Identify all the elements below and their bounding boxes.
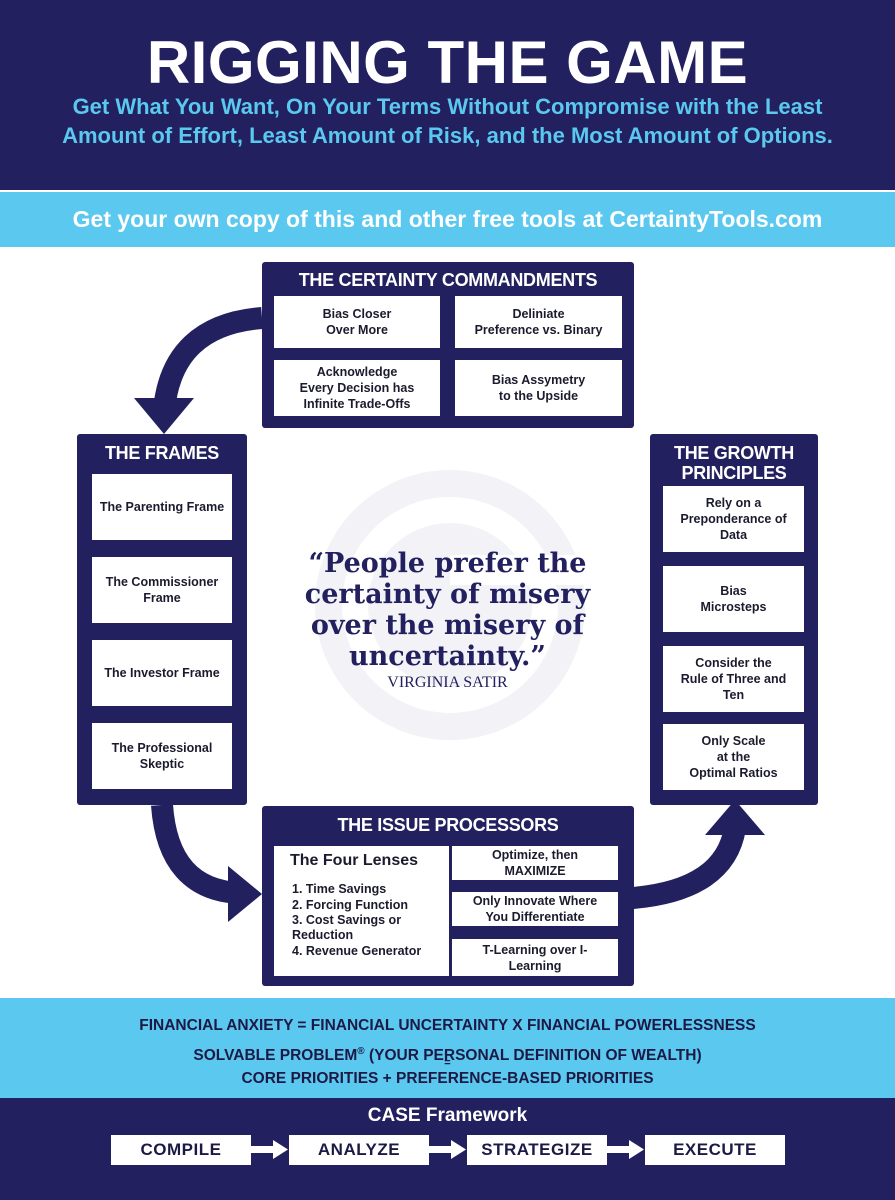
commandments-title: THE CERTAINTY COMMANDMENTS [298,270,598,290]
formula-solvable: SOLVABLE PROBLEM® (YOUR PERSONAL DEFINIT… [0,1043,895,1065]
growth-three-and-ten: Consider the Rule of Three and Ten [663,646,804,712]
formula-priorities: CORE PRIORITIES + PREFERENCE-BASED PRIOR… [241,1070,654,1087]
frames-title: THE FRAMES [104,443,219,463]
case-step-strategize: STRATEGIZE [467,1135,607,1165]
commandment-deliniate: Deliniate Preference vs. Binary [455,296,622,348]
lenses-box [274,846,449,976]
arrow-to-issue [151,804,241,904]
case-step-analyze: ANALYZE [289,1135,429,1165]
frame-professional-skeptic: The Professional Skeptic [92,723,232,789]
arrow-to-frames [153,307,264,412]
formula-equals: = [444,1057,451,1069]
growth-title: THE GROWTH PRINCIPLES [674,443,794,483]
growth-panel: THE GROWTH PRINCIPLES Rely on a Preponde… [650,434,818,805]
certainty-logo-watermark [315,470,590,740]
commandments-panel: THE CERTAINTY COMMANDMENTS Bias Closer O… [262,262,634,428]
arrow-head-issue [228,866,262,922]
arrow-head-frames [134,398,194,434]
arrow-head-growth [705,800,765,835]
lens-item: Reduction [292,928,354,942]
growth-optimal-ratios: Only Scale at the Optimal Ratios [663,724,804,790]
lens-item: 3. Cost Savings or [292,913,402,927]
quote-text: “People prefer the certainty of misery o… [304,548,591,672]
growth-preponderance: Rely on a Preponderance of Data [663,486,804,552]
commandment-assymetry: Bias Assymetry to the Upside [455,360,622,416]
issue-title: THE ISSUE PROCESSORS [337,815,559,835]
issue-panel: THE ISSUE PROCESSORS Optimize, then MAXI… [262,806,634,986]
formula-band [0,998,895,1098]
growth-microsteps: Bias Microsteps [663,566,804,632]
quote-block: “People prefer the certainty of misery o… [300,548,595,692]
page-subtitle: Get What You Want, On Your Terms Without… [62,94,833,148]
formula-solvable-detail: (YOUR PERSONAL DEFINITION OF WEALTH) [364,1047,702,1065]
issue-optimize: Optimize, then MAXIMIZE [452,846,618,880]
header-banner: RIGGING THE GAME Get What You Want, On Y… [0,0,895,190]
issue-t-learning: T-Learning over I-Learning [452,939,618,976]
case-step-execute: EXECUTE [645,1135,785,1165]
frame-parenting: The Parenting Frame [92,474,232,540]
lens-item: 2. Forcing Function [292,898,408,912]
lenses-title: The Four Lenses [290,852,419,869]
frame-commissioner: The Commissioner Frame [92,557,232,623]
registered-mark: ® [357,1046,365,1057]
cycle-arrows [134,307,765,922]
cta-bar [0,192,895,247]
case-step-compile: COMPILE [111,1135,251,1165]
commandment-trade-offs: Acknowledge Every Decision has Infinite … [274,360,440,416]
quote-author: VIRGINIA SATIR [387,674,508,691]
lens-item: 1. Time Savings [292,882,387,896]
formula-anxiety: FINANCIAL ANXIETY = FINANCIAL UNCERTAINT… [139,1017,756,1034]
page-title: RIGGING THE GAME [146,29,749,96]
cta-text: Get your own copy of this and other free… [72,206,823,232]
commandment-bias-closer: Bias Closer Over More [274,296,440,348]
frames-panel: THE FRAMES The Parenting Frame The Commi… [77,434,247,805]
arrow-to-growth [631,825,746,909]
frame-investor: The Investor Frame [92,640,232,706]
issue-innovate: Only Innovate Where You Differentiate [452,892,618,926]
formula-solvable-text: SOLVABLE PROBLEM [193,1047,358,1065]
lens-item: 4. Revenue Generator [292,944,422,958]
case-title: CASE Framework [367,1105,528,1126]
